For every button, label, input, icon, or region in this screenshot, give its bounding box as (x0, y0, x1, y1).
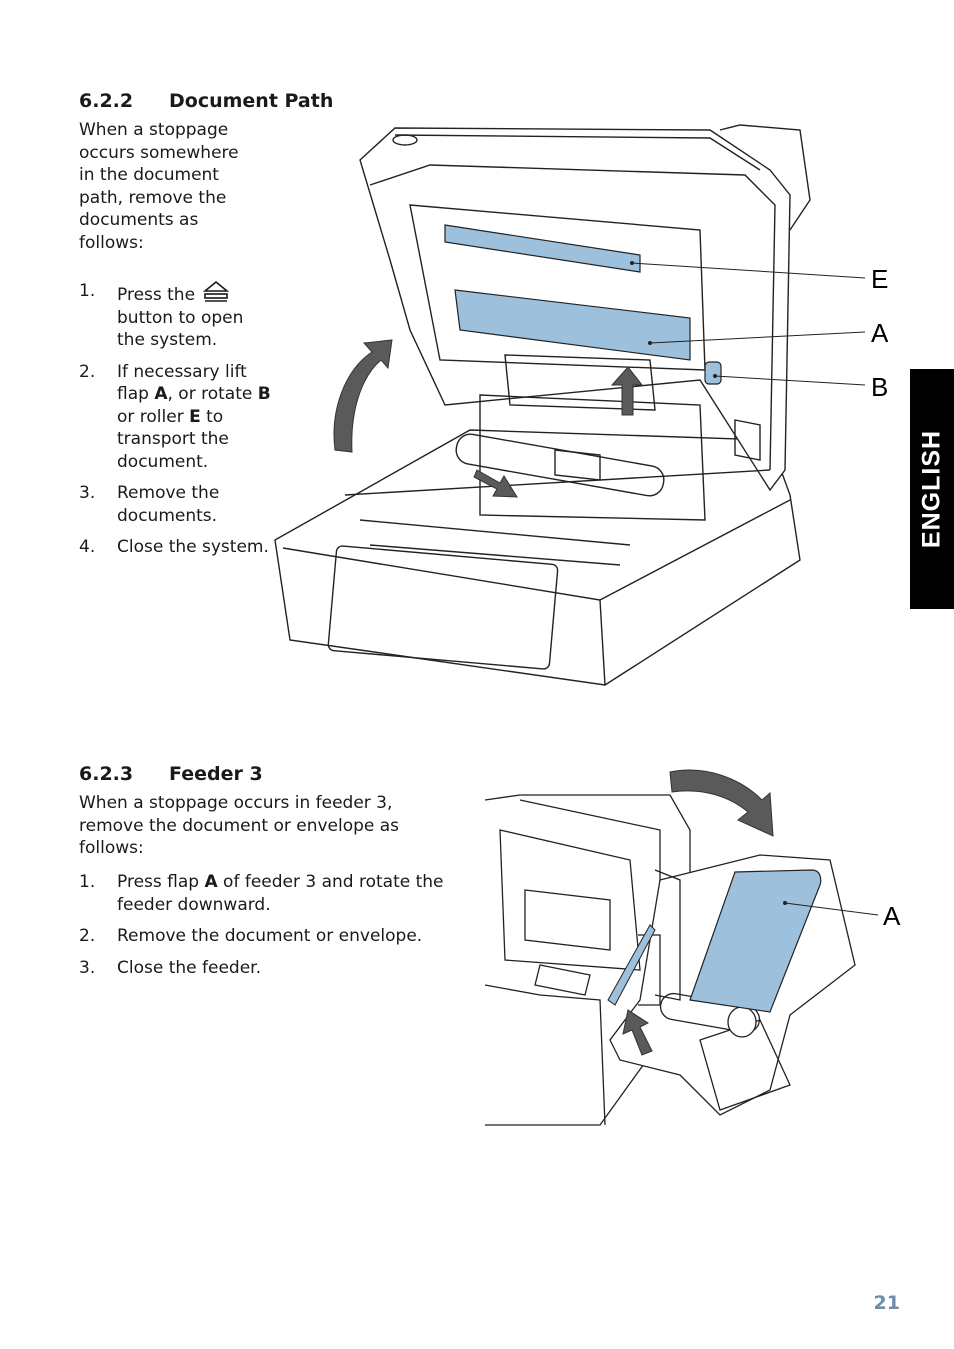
callout-B: B (871, 372, 889, 402)
callout-A: A (883, 901, 901, 931)
page-number: 21 (873, 1292, 900, 1314)
language-side-tab: ENGLISH (910, 369, 954, 609)
section-number: 6.2.3 (79, 763, 134, 785)
callout-A: A (871, 318, 889, 348)
step-item: 1. Press flap A of feeder 3 and rotate t… (79, 872, 444, 915)
flap-a-highlight (689, 869, 822, 1013)
section-title: Feeder 3 (169, 763, 263, 785)
step-item: 2. Remove the document or envelope. (79, 926, 423, 946)
step-item: 3. Remove the documents. (79, 483, 220, 526)
section-heading-feeder-3: 6.2.3 Feeder 3 (79, 763, 263, 785)
section-title: Document Path (169, 90, 334, 112)
section-number: 6.2.2 (79, 90, 134, 112)
steps-list: 1. Press the button to open the system. … (79, 280, 274, 559)
section-intro: When a stoppage occurs somewhere in the … (79, 120, 239, 253)
step-item: 3. Close the feeder. (79, 957, 262, 978)
step-item: 4. Close the system. (79, 537, 269, 557)
callout-E: E (871, 264, 889, 294)
section-heading-document-path: 6.2.2 Document Path (79, 90, 333, 112)
step-item: 1. Press the button to open the system. (79, 280, 244, 350)
step-item: 2. If necessary lift flap A, or rotate B… (79, 361, 271, 472)
steps-list: 1. Press flap A of feeder 3 and rotate t… (79, 871, 459, 979)
eject-icon (202, 280, 230, 302)
machine-open-illustration (274, 124, 866, 686)
section-intro: When a stoppage occurs in feeder 3, remo… (79, 793, 400, 858)
